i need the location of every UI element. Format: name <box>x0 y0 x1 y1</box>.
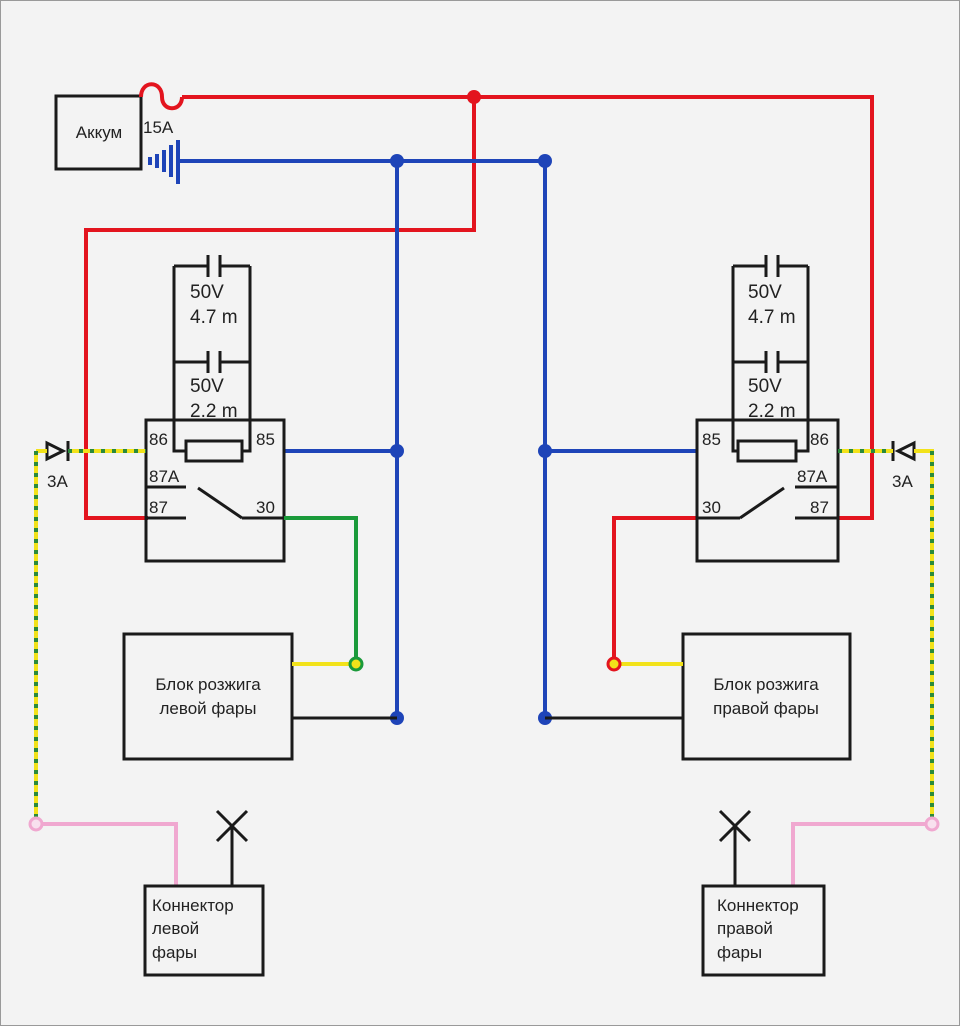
right-signal-terminal <box>606 656 622 672</box>
left-pin-86: 86 <box>149 430 168 449</box>
left-cap1-voltage: 50V <box>190 282 224 303</box>
right-connector-terminal <box>924 816 940 832</box>
left-diode-rating: 3A <box>47 472 68 491</box>
right-cap1-value: 4.7 m <box>748 307 796 328</box>
right-headlight-connector: Коннектор правой фары <box>701 884 826 977</box>
left-relay-switch-arm <box>197 486 243 520</box>
left-pin-30: 30 <box>256 498 275 517</box>
battery-label: Аккум <box>76 123 122 142</box>
left-connector-wire <box>36 822 178 886</box>
left-signal-wire <box>284 516 358 664</box>
right-relay-switch-arm <box>739 486 785 520</box>
right-connector-label-3: фары <box>717 943 762 962</box>
left-connector-label-2: левой <box>152 919 199 938</box>
fuse-icon <box>139 82 184 111</box>
right-capacitors: 50V 4.7 m 50V 2.2 m <box>731 255 810 422</box>
right-connector-label-2: правой <box>717 919 773 938</box>
right-pin-30: 30 <box>702 498 721 517</box>
left-headlight-connector: Коннектор левой фары <box>143 884 265 977</box>
right-cut-wire-icon <box>718 809 752 886</box>
left-relay: 86 85 87A 87 30 <box>144 418 286 563</box>
left-pin-87: 87 <box>149 498 168 517</box>
left-cap2-value: 2.2 m <box>190 401 238 422</box>
right-cap1-voltage: 50V <box>748 282 782 303</box>
right-ignition-label-1: Блок розжига <box>713 675 819 694</box>
left-ignition-label-2: левой фары <box>159 699 256 718</box>
right-pin-87A: 87A <box>797 467 828 486</box>
right-connector-label-1: Коннектор <box>717 896 799 915</box>
battery: Аккум <box>54 94 143 171</box>
left-cap1-value: 4.7 m <box>190 307 238 328</box>
left-pin-85: 85 <box>256 430 275 449</box>
right-pin-86: 86 <box>810 430 829 449</box>
right-pin-85: 85 <box>702 430 721 449</box>
left-cut-wire-icon <box>215 809 249 886</box>
right-cap2-voltage: 50V <box>748 376 782 397</box>
right-relay: 85 86 87A 30 87 <box>695 418 840 563</box>
left-connector-terminal <box>28 816 44 832</box>
left-pin-87A: 87A <box>149 467 180 486</box>
right-ignition-unit: Блок розжига правой фары <box>681 632 852 761</box>
right-control-wire <box>838 449 934 824</box>
positive-wires <box>84 82 874 664</box>
right-pin-87: 87 <box>810 498 829 517</box>
right-diode-rating: 3A <box>892 472 913 491</box>
left-cap2-voltage: 50V <box>190 376 224 397</box>
left-control-wire <box>34 449 146 824</box>
right-ignition-label-2: правой фары <box>713 699 819 718</box>
right-connector-wire <box>791 822 932 886</box>
left-ignition-label-1: Блок розжига <box>155 675 261 694</box>
left-signal-terminal <box>348 656 364 672</box>
junction-dot <box>467 90 481 104</box>
ground-wires <box>180 159 697 718</box>
ground-icon <box>148 140 180 184</box>
left-connector-label-3: фары <box>152 943 197 962</box>
left-ignition-unit: Блок розжига левой фары <box>122 632 294 761</box>
right-cap2-value: 2.2 m <box>748 401 796 422</box>
left-connector-label-1: Коннектор <box>152 896 234 915</box>
fuse-rating: 15A <box>143 118 174 137</box>
left-capacitors: 50V 4.7 m 50V 2.2 m <box>172 255 252 422</box>
